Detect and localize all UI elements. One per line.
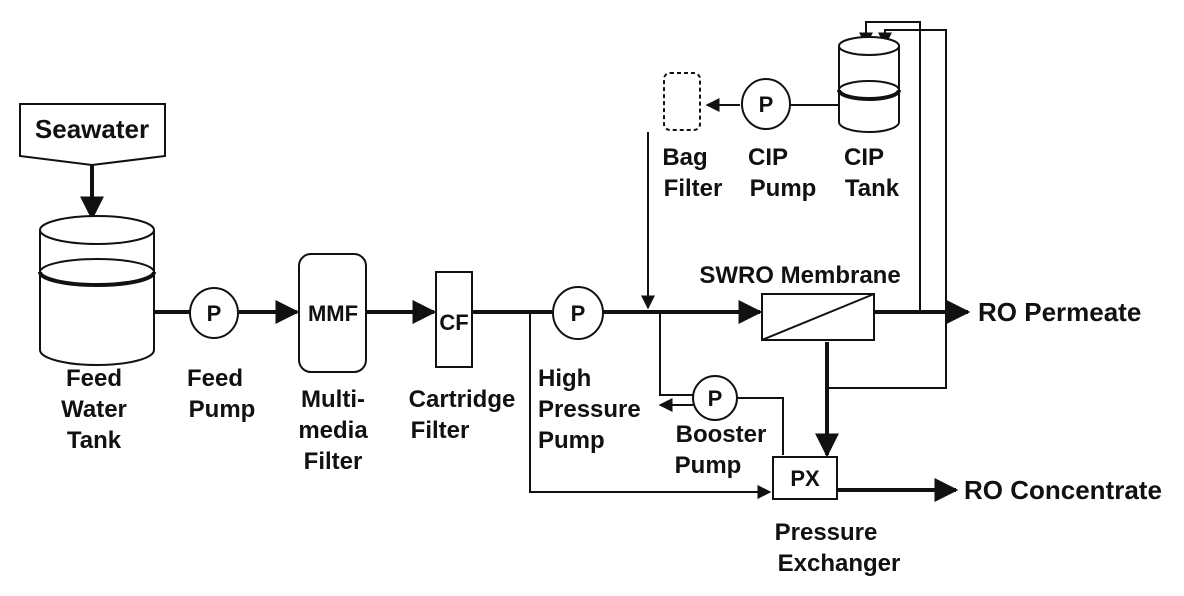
feed-pump-label-2: Pump (189, 396, 256, 423)
px-label-2: Exchanger (778, 550, 901, 577)
cip-tank-body (838, 46, 900, 133)
hp-pump-label-1: High (538, 365, 591, 392)
cip-tank: CIP Tank (837, 36, 901, 202)
seawater-label: Seawater (35, 114, 149, 144)
cip-tank-label-2: Tank (845, 175, 900, 202)
ro-concentrate-label: RO Concentrate (964, 475, 1162, 505)
tank-water-level (38, 271, 156, 287)
swro-membrane: SWRO Membrane (699, 262, 901, 341)
feed-water-tank-label-3: Tank (67, 427, 122, 454)
feed-water-tank: Feed Water Tank (38, 215, 156, 454)
cartridge-filter: CF Cartridge Filter (409, 271, 516, 444)
mmf-vessel (298, 253, 367, 373)
bag-filter-vessel (663, 72, 701, 131)
feed-pump-label-1: Feed (187, 365, 243, 392)
booster-pump-symbol: P (708, 386, 723, 411)
pipe-cip-return-permeate (859, 21, 921, 312)
cip-pump-label-2: Pump (750, 175, 817, 202)
high-pressure-pump: P High Pressure Pump (538, 286, 641, 454)
booster-pump: P Booster Pump (675, 375, 767, 479)
px-symbol: PX (790, 466, 820, 491)
cf-label-2: Filter (411, 417, 470, 444)
cf-vessel (435, 271, 473, 368)
cf-symbol: CF (439, 310, 468, 335)
tank-body (39, 230, 155, 366)
cf-label-1: Cartridge (409, 386, 516, 413)
feed-pump-icon (189, 287, 239, 339)
hp-pump-label-3: Pump (538, 427, 605, 454)
tank-top (39, 215, 155, 245)
booster-pump-label-2: Pump (675, 452, 742, 479)
mmf-symbol: MMF (308, 301, 358, 326)
cip-tank-level (837, 89, 901, 101)
booster-pump-label-1: Booster (676, 421, 767, 448)
swro-membrane-label: SWRO Membrane (699, 262, 900, 289)
cip-tank-top (838, 36, 900, 56)
cip-pump: P CIP Pump (741, 78, 817, 202)
pipes (80, 21, 971, 502)
feed-pump-symbol: P (207, 301, 222, 326)
pressure-exchanger: PX Pressure Exchanger (772, 456, 901, 577)
seawater-source: Seawater (19, 103, 166, 167)
bag-filter-label-2: Filter (664, 175, 723, 202)
px-vessel (772, 456, 838, 500)
membrane-diagonal (761, 293, 875, 341)
hp-pump-label-2: Pressure (538, 396, 641, 423)
cip-pump-symbol: P (759, 92, 774, 117)
mmf-label-3: Filter (304, 448, 363, 475)
multimedia-filter: MMF Multi- media Filter (298, 253, 368, 475)
ro-permeate-label: RO Permeate (978, 297, 1141, 327)
pipe-px-to-booster (738, 397, 784, 455)
bag-filter: Bag Filter (662, 72, 723, 202)
mmf-label-2: media (298, 417, 368, 444)
bag-filter-label-1: Bag (662, 144, 707, 171)
hp-pump-icon (552, 286, 604, 340)
hp-pump-symbol: P (571, 301, 586, 326)
booster-pump-icon (692, 375, 738, 421)
pipe-cip-return-concentrate (827, 29, 947, 389)
mmf-label-1: Multi- (301, 386, 365, 413)
cip-pump-label-1: CIP (748, 144, 788, 171)
feed-pump: P Feed Pump (187, 287, 256, 423)
feed-water-tank-label-2: Water (61, 396, 127, 423)
feed-water-tank-label-1: Feed (66, 365, 122, 392)
seawater-box (19, 103, 166, 167)
pipe-bypass-to-px (529, 312, 772, 499)
cip-pump-icon (741, 78, 791, 130)
pipe-branch-to-booster (659, 312, 693, 396)
px-label-1: Pressure (775, 519, 878, 546)
cip-tank-label-1: CIP (844, 144, 884, 171)
